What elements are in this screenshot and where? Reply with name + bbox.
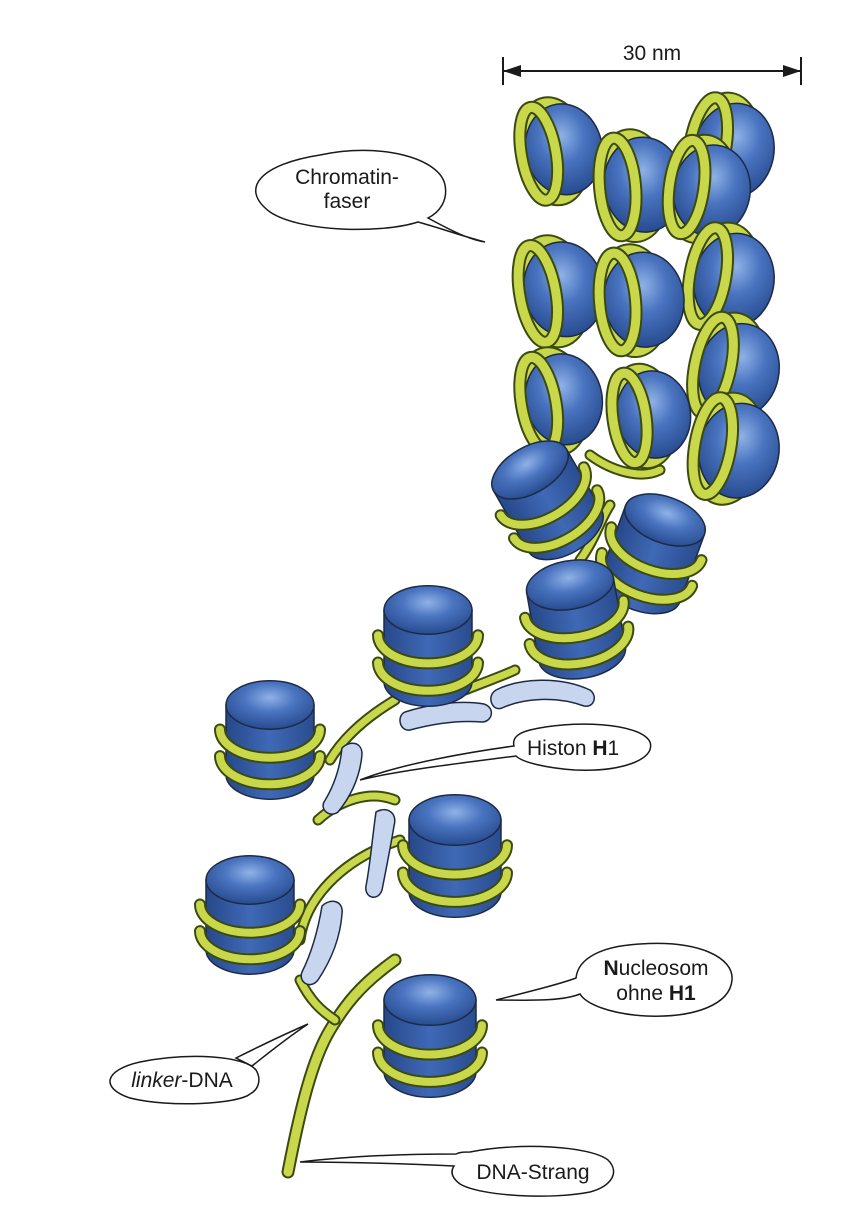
nucleosome <box>513 96 604 207</box>
nucleosome <box>605 362 692 470</box>
label-nucleosom-line2: ohne H1 <box>616 982 696 1005</box>
nucleosome <box>372 973 488 1099</box>
nucleosome <box>194 855 306 975</box>
callout-linker-dna: linker-DNA <box>109 1023 309 1105</box>
nucleosome <box>372 585 484 707</box>
label-nucleosom-line1: Nucleosom <box>603 957 708 980</box>
dna-strand <box>281 449 666 1179</box>
callout-dna-strang: DNA-Strang <box>299 1145 615 1197</box>
nucleosome <box>511 234 605 349</box>
nucleosome <box>397 793 513 919</box>
callout-histon-h1: Histon H1 <box>359 723 652 781</box>
nucleosome <box>519 559 635 680</box>
nucleosome <box>491 440 606 561</box>
scale-bar-label: 30 nm <box>623 42 681 65</box>
nucleosome <box>661 133 752 245</box>
label-dna-strang: DNA-Strang <box>476 1161 589 1184</box>
label-linker-dna: linker-DNA <box>131 1069 233 1092</box>
label-chromatin-line1: Chromatin- <box>295 166 399 189</box>
label-histon-h1: Histon H1 <box>527 737 619 760</box>
scale-bar: 30 nm <box>502 42 802 85</box>
callout-nucleosom-ohne-h1: Nucleosom ohne H1 <box>495 942 733 1017</box>
label-chromatin-line2: faser <box>324 190 371 213</box>
histone-h1-pieces <box>300 679 595 986</box>
nucleosome <box>681 221 775 336</box>
nucleosomes <box>194 91 781 1099</box>
callout-chromatinfaser: Chromatin- faser <box>255 149 486 243</box>
nucleosome <box>686 391 780 506</box>
nucleosome <box>592 243 685 359</box>
nucleosome <box>595 493 708 615</box>
nucleosome <box>513 346 604 457</box>
nucleosome <box>214 680 326 800</box>
